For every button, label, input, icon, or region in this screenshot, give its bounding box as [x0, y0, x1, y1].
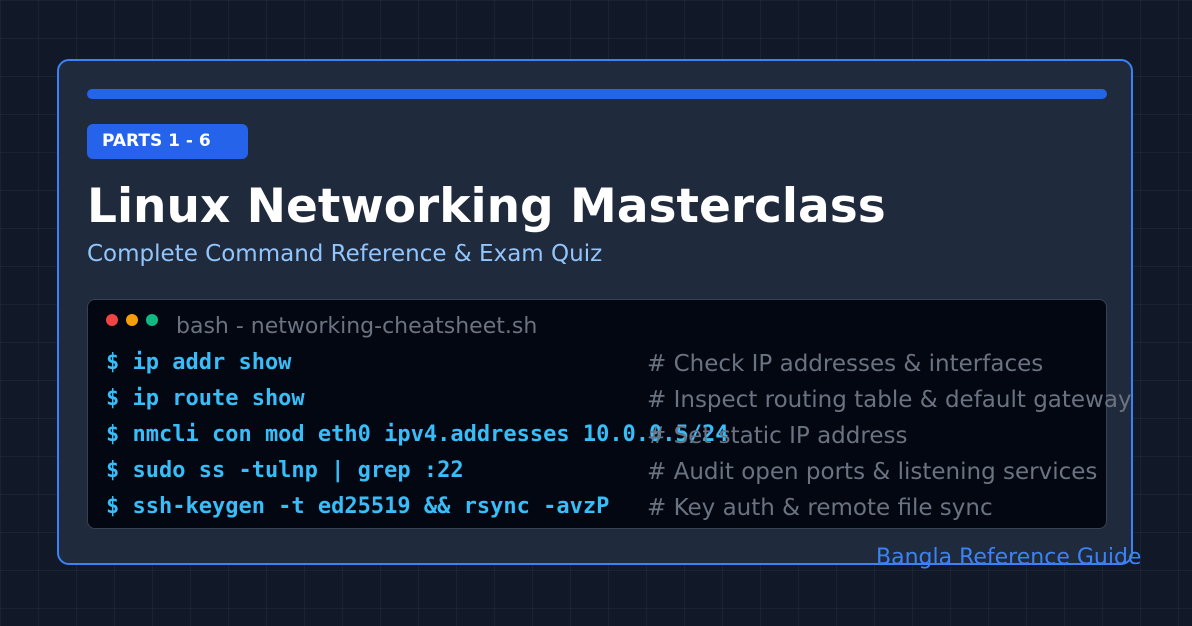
- terminal-comment: # Inspect routing table & default gatewa…: [647, 387, 1132, 413]
- window-minimize-dot-icon: [126, 314, 138, 326]
- terminal-command: $ ssh-keygen -t ed25519 && rsync -avzP: [106, 494, 610, 519]
- terminal-window: bash - networking-cheatsheet.sh $ ip add…: [87, 299, 1132, 529]
- page-title: Linux Networking Masterclass: [87, 179, 886, 234]
- hero-card: PARTS 1 - 6 Linux Networking Masterclass…: [57, 59, 1133, 565]
- terminal-comment: # Key auth & remote file sync: [647, 495, 993, 521]
- window-maximize-dot-icon: [146, 314, 158, 326]
- window-close-dot-icon: [106, 314, 118, 326]
- page-subtitle: Complete Command Reference & Exam Quiz: [87, 241, 603, 267]
- terminal-comment: # Audit open ports & listening services: [647, 459, 1098, 485]
- terminal-title: bash - networking-cheatsheet.sh: [176, 314, 538, 339]
- terminal-line: $ nmcli con mod eth0 ipv4.addresses 10.0…: [106, 417, 1192, 453]
- terminal-line: $ ip addr show # Check IP addresses & in…: [106, 345, 1192, 381]
- parts-badge: PARTS 1 - 6: [87, 124, 248, 159]
- accent-bar: [87, 89, 1107, 99]
- terminal-line: $ ssh-keygen -t ed25519 && rsync -avzP #…: [106, 489, 1192, 525]
- terminal-comment: # Check IP addresses & interfaces: [647, 351, 1044, 377]
- terminal-line: $ sudo ss -tulnp | grep :22 # Audit open…: [106, 453, 1192, 489]
- terminal-command: $ ip addr show: [106, 350, 292, 375]
- terminal-line: $ ip route show # Inspect routing table …: [106, 381, 1192, 417]
- terminal-command: $ sudo ss -tulnp | grep :22: [106, 458, 464, 483]
- terminal-comment: # Set static IP address: [647, 423, 908, 449]
- terminal-command: $ ip route show: [106, 386, 305, 411]
- footer-caption: Bangla Reference Guide: [876, 545, 1142, 570]
- terminal-command: $ nmcli con mod eth0 ipv4.addresses 10.0…: [106, 422, 729, 447]
